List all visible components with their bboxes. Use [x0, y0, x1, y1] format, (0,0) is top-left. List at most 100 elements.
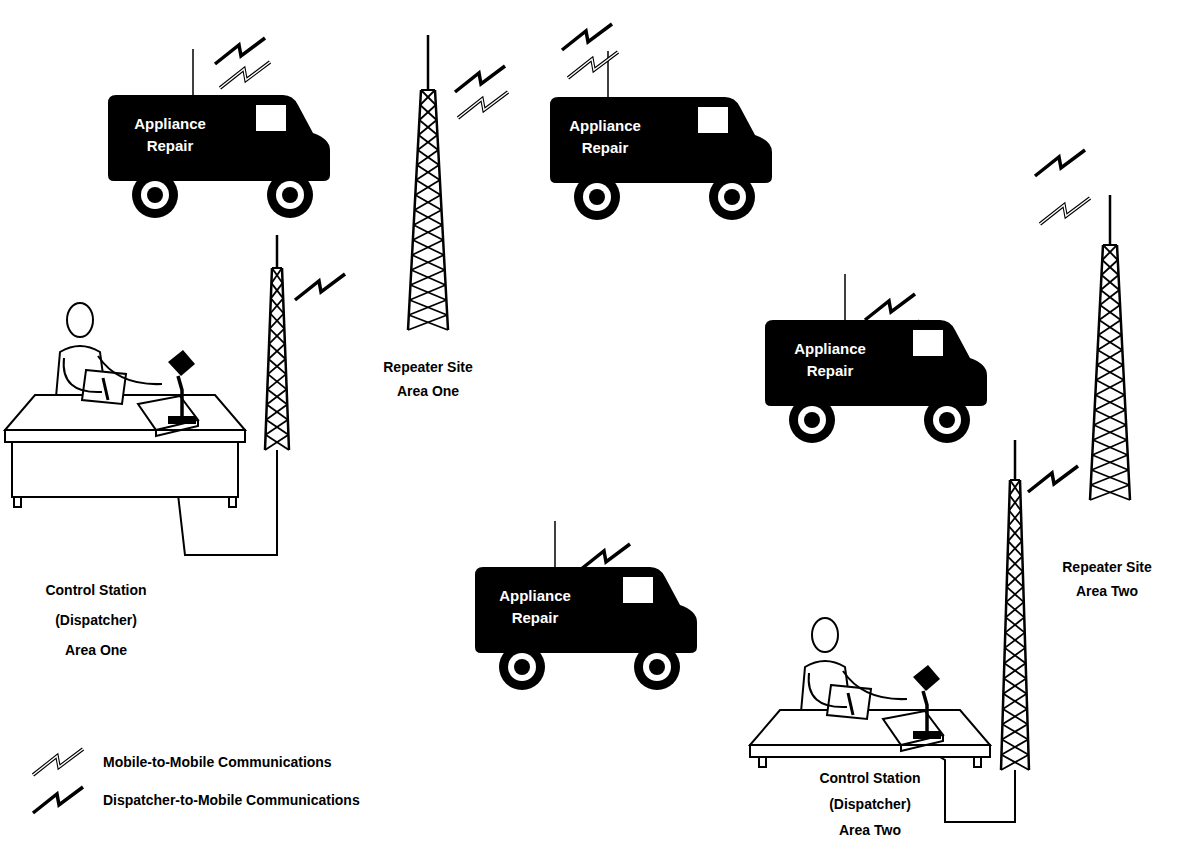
tower-brace — [1004, 648, 1025, 663]
tower-brace — [1096, 380, 1125, 395]
text-block: Appliance Repair — [125, 113, 215, 157]
tower-brace — [1010, 480, 1020, 495]
tower-brace — [266, 420, 288, 435]
van-window — [256, 105, 286, 131]
van-wheel-hub — [804, 412, 820, 428]
dispatcher-desk — [5, 303, 245, 507]
signal-outline — [458, 92, 508, 118]
tower-mast — [1014, 440, 1017, 480]
van-wheel — [499, 644, 545, 690]
van-label: Appliance Repair — [490, 585, 580, 629]
van-wheel — [132, 172, 178, 218]
tower-brace — [1091, 485, 1130, 500]
tower-brace — [1004, 663, 1026, 678]
tower-brace — [1001, 755, 1029, 770]
tower-brace — [267, 374, 286, 389]
signal-outline — [568, 52, 618, 78]
tower-brace — [420, 90, 435, 105]
tower-brace — [1002, 739, 1029, 754]
tower-brace — [1092, 455, 1128, 470]
tower-brace — [1103, 245, 1118, 260]
mobile-signal-symbol — [458, 92, 508, 118]
signal-outline — [220, 62, 270, 88]
van-window — [913, 330, 943, 356]
tower-brace — [415, 180, 440, 195]
node-outline — [0, 228, 300, 663]
van-wheel-rim — [141, 181, 169, 209]
tower-brace — [1005, 633, 1025, 648]
tower-brace — [1097, 350, 1122, 365]
van-wheel-hub — [589, 189, 605, 205]
signal-stroke — [215, 38, 265, 64]
tower-brace — [1003, 694, 1027, 709]
tower-brace — [418, 150, 439, 165]
van-window — [698, 107, 728, 133]
van-wheel-hub — [649, 659, 665, 675]
node-illustration — [5, 235, 289, 555]
van-body — [475, 567, 697, 653]
tower-brace — [1004, 678, 1027, 693]
dispatch-signal-symbol — [455, 66, 505, 92]
control-station: Control Station (Dispatcher) Area One — [0, 228, 300, 663]
tower-brace — [268, 359, 286, 374]
van-shape — [550, 97, 772, 220]
tower-brace — [1002, 709, 1027, 724]
tower-mast — [276, 235, 279, 268]
van-antenna — [844, 274, 846, 320]
tower-brace — [1002, 724, 1028, 739]
dispatcher-arm — [843, 671, 907, 699]
tower-brace — [417, 165, 440, 180]
tower-brace — [1101, 290, 1120, 305]
node-outline — [108, 95, 333, 220]
tower-brace — [267, 405, 288, 420]
dispatch-signal-symbol — [865, 294, 915, 320]
van-antenna — [554, 521, 556, 567]
tower-brace — [413, 225, 442, 240]
tower-brace — [1092, 440, 1127, 455]
signal-stroke — [580, 544, 630, 570]
legend-sample — [25, 743, 90, 779]
tower-brace — [265, 435, 288, 450]
node-outline — [1050, 190, 1170, 610]
tower-brace — [269, 329, 284, 344]
desk-front — [750, 745, 990, 757]
tower-brace — [1096, 365, 1123, 380]
tower-brace — [1009, 526, 1022, 541]
log-book — [883, 711, 943, 745]
tower-brace — [415, 195, 441, 210]
van-label: Appliance Repair — [125, 113, 215, 157]
van-wheel-hub — [514, 659, 530, 675]
service-van: Appliance Repair — [550, 97, 775, 222]
signal-stroke — [1028, 466, 1078, 492]
tower-brace — [1098, 320, 1120, 335]
tower-brace — [1094, 410, 1126, 425]
van-wheel-rim — [643, 653, 671, 681]
tower-brace — [413, 240, 444, 255]
van-label: Appliance Repair — [560, 115, 650, 159]
pen — [848, 693, 853, 715]
tower-brace — [267, 389, 287, 404]
van-shape — [765, 320, 987, 443]
repeater-site: Repeater Site Area One — [370, 30, 490, 410]
text-block: Appliance Repair — [490, 585, 580, 629]
tower-brace — [1009, 511, 1021, 526]
tower-brace — [411, 270, 445, 285]
van-wheel-hub — [724, 189, 740, 205]
tower-cap — [1103, 244, 1117, 246]
dispatcher-head — [67, 303, 93, 337]
tower-brace — [1102, 245, 1117, 260]
control-station: Control Station (Dispatcher) Area Two — [740, 435, 1040, 844]
tower-brace — [271, 298, 284, 313]
node-outline — [765, 320, 990, 445]
tower-brace — [1003, 694, 1027, 709]
tower-brace — [418, 135, 438, 150]
tower-brace — [1100, 305, 1121, 320]
tower-brace — [419, 120, 437, 135]
dispatch-signal-symbol — [580, 544, 630, 570]
node-outline — [475, 567, 700, 692]
dispatch-signal-symbol — [215, 38, 265, 64]
tower-brace — [1095, 410, 1127, 425]
node-outline — [370, 30, 490, 410]
tower-brace — [1095, 395, 1125, 410]
signal-inner — [568, 52, 618, 78]
